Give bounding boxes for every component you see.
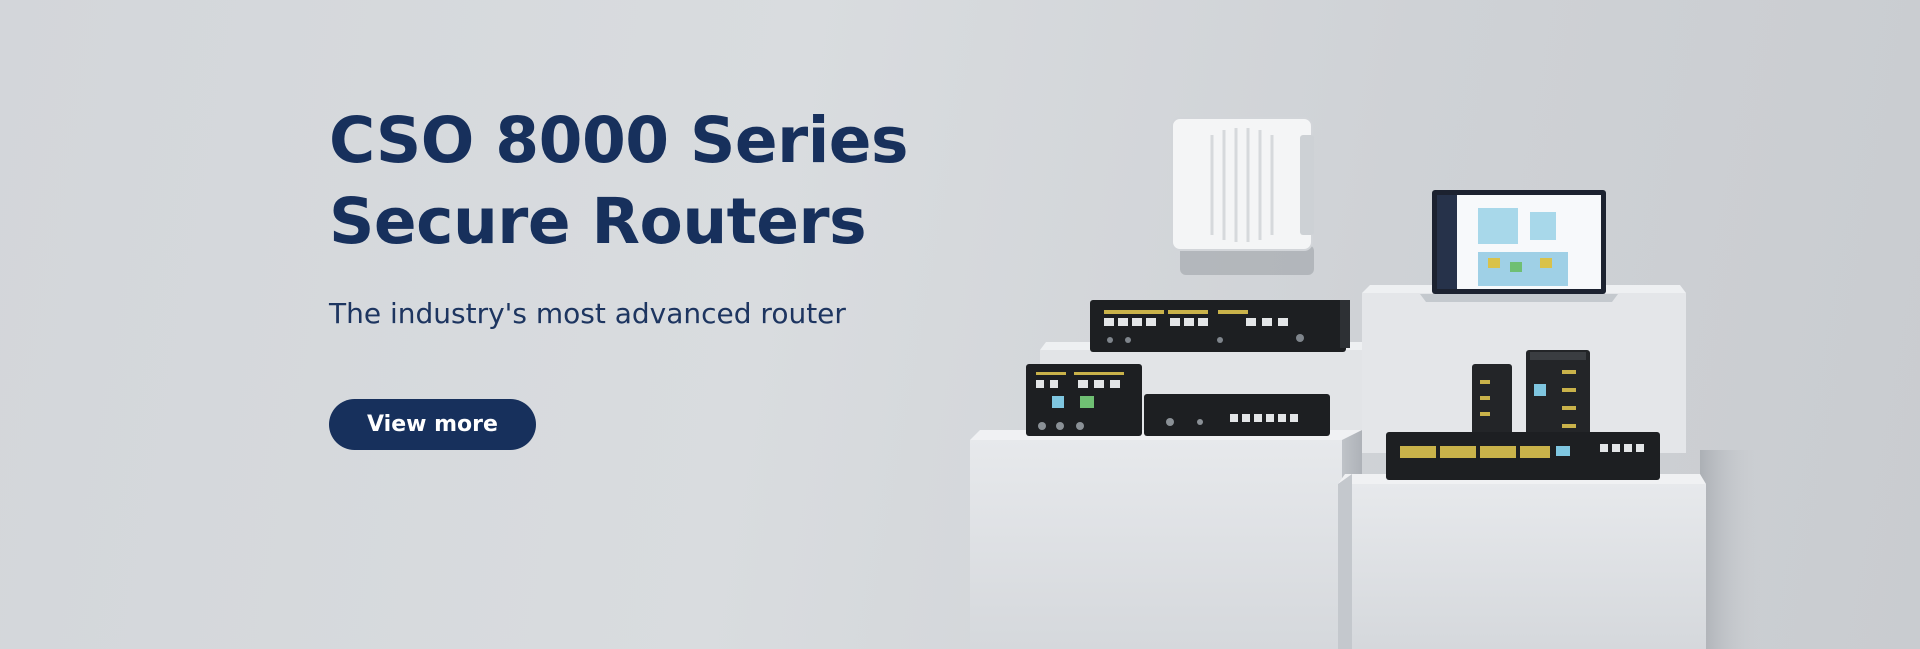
page-title: CSO 8000 Series Secure Routers (329, 104, 909, 258)
laptop-dashboard-icon (1420, 190, 1618, 302)
branch-router-icon (1144, 394, 1330, 436)
hero-text-block: CSO 8000 Series Secure Routers The indus… (329, 100, 1129, 334)
view-more-button[interactable]: View more (329, 399, 536, 450)
industrial-switch-icon (1386, 350, 1660, 480)
outdoor-router-icon (1171, 117, 1314, 275)
rack-router-icon (1090, 300, 1350, 352)
compact-router-icon (1026, 364, 1142, 436)
page-subtitle: The industry's most advanced router (329, 297, 846, 330)
